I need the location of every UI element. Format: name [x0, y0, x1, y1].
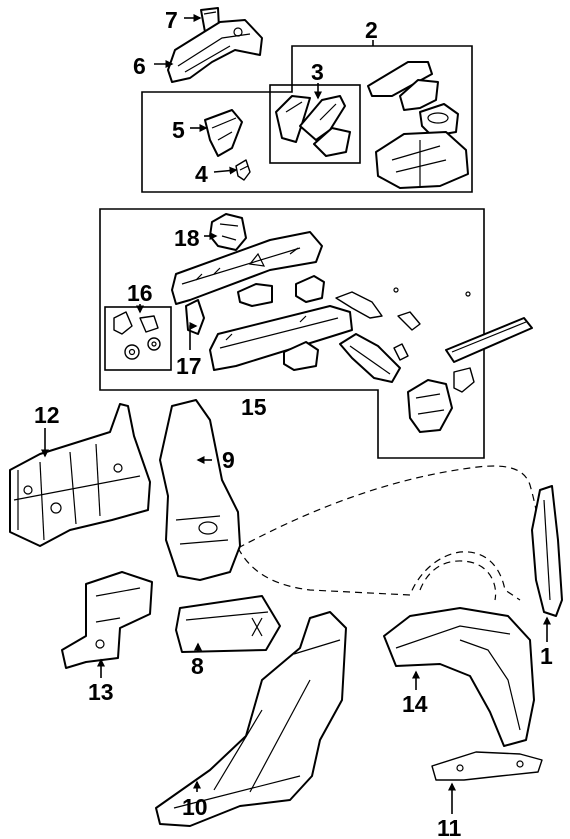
- part-11-bracket: [431, 751, 543, 781]
- part-16-fasteners: [113, 311, 161, 360]
- part-9-panel: [159, 399, 241, 581]
- callout-15: 15: [241, 394, 267, 420]
- callout-6: 6: [133, 53, 146, 79]
- callout-11: 11: [437, 815, 462, 839]
- fender-outline: [237, 465, 543, 601]
- part-17-brace: [185, 299, 205, 335]
- callout-1: 1: [540, 643, 553, 669]
- part-2-apron-assembly: [367, 61, 469, 189]
- callout-5: 5: [172, 117, 185, 143]
- callout-10: 10: [182, 794, 208, 820]
- part-15-frame-rails: [171, 231, 533, 433]
- part-6-upper-rail: [167, 19, 263, 83]
- part-8-lamp-bracket: [175, 595, 281, 653]
- leader-lines: [41, 14, 551, 814]
- callout-7: 7: [165, 7, 178, 33]
- callout-13: 13: [88, 679, 114, 705]
- part-18-bracket: [209, 213, 247, 251]
- callout-18: 18: [174, 225, 200, 251]
- callout-17: 17: [176, 353, 202, 379]
- callout-16: 16: [127, 280, 153, 306]
- part-1-fender-seal: [531, 485, 563, 617]
- part-5-bracket: [204, 109, 243, 157]
- part-13-bracket: [61, 571, 153, 669]
- part-10-lower-shield: [155, 611, 347, 827]
- callout-4: 4: [195, 161, 208, 187]
- callout-8: 8: [191, 653, 204, 679]
- group-box-2: [141, 45, 473, 193]
- part-12-splash-shield: [9, 403, 151, 547]
- callout-9: 9: [222, 447, 235, 473]
- callout-3: 3: [311, 59, 324, 85]
- callout-14: 14: [402, 691, 428, 717]
- part-4-clip: [235, 159, 251, 181]
- part-3-brackets: [275, 95, 351, 157]
- callout-12: 12: [34, 402, 60, 428]
- callout-numbers: 7 6 2 3 5 4 18 16 17 15 12 9 13 8 10 14 …: [34, 7, 553, 839]
- part-14-wheelhouse-liner: [383, 607, 535, 747]
- callout-2: 2: [365, 17, 378, 43]
